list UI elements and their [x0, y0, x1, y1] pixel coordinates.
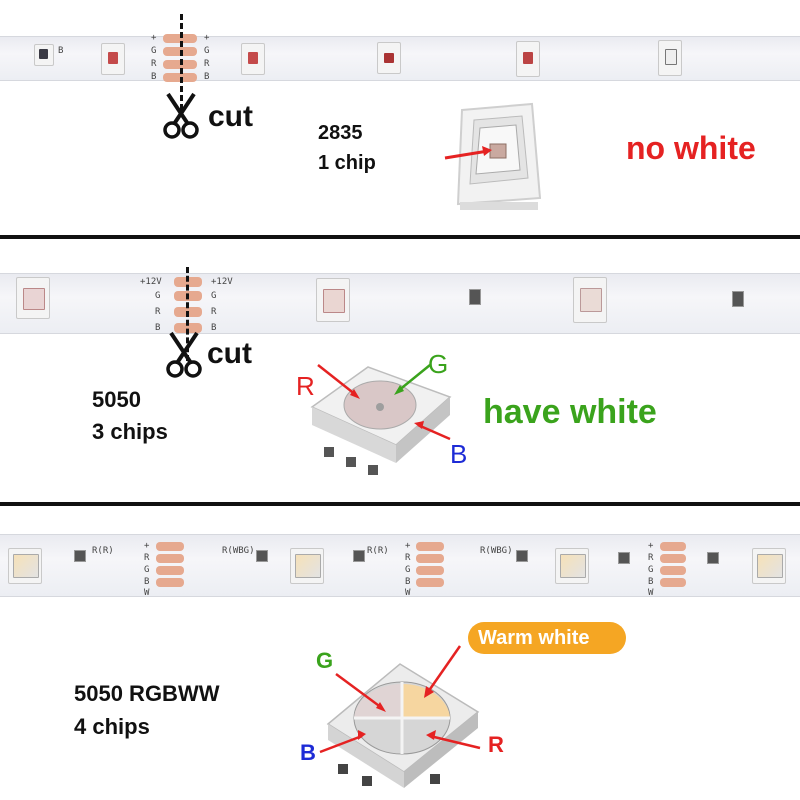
resistor-label: R(WBG) [222, 546, 255, 556]
led-chip [516, 41, 540, 77]
cut-line [186, 267, 189, 361]
section-5050: +12V G R B +12V G R B cut 5050 3 chips [0, 239, 800, 502]
no-white-tag: no white [626, 130, 756, 166]
led-chip [377, 42, 401, 74]
scissors-icon [163, 92, 199, 139]
led-chip [555, 548, 589, 584]
led-strip-5050 [0, 273, 800, 333]
led-2835-illustration [444, 102, 542, 210]
resistor [732, 291, 744, 307]
chip-label-r: R [488, 732, 504, 757]
led-chip [573, 277, 607, 323]
resistor-label: R(WBG) [480, 546, 513, 556]
section-5050-rgbww: R(R) R(WBG) R(R) R(WBG) + R G B W + R G … [0, 506, 800, 800]
led-chip [658, 40, 682, 76]
scissors-icon [166, 331, 202, 378]
led-chip [752, 548, 786, 584]
divider [0, 235, 800, 239]
model-label: 2835 [318, 122, 363, 144]
warm-white-badge: Warm white [468, 622, 626, 654]
chip-label-b: B [450, 439, 468, 469]
led-5050-illustration [310, 364, 452, 475]
led-chip [16, 277, 50, 319]
warm-white-label: Warm white [478, 627, 590, 649]
model-label: 5050 RGBWW [74, 681, 220, 706]
chip-label-g: G [316, 648, 334, 673]
pin-label: B [58, 46, 64, 56]
led-rgbww-illustration [319, 645, 481, 788]
chip-label-b: B [300, 740, 316, 765]
led-chip [8, 548, 42, 584]
model-label: 5050 [92, 387, 141, 412]
resistor-label: R(R) [367, 546, 389, 556]
led-chip [316, 278, 350, 322]
chip-count: 3 chips [92, 419, 168, 444]
resistor [74, 550, 86, 562]
led-chip [241, 43, 265, 75]
led-chip [101, 43, 125, 75]
chip-label-r: R [296, 371, 315, 401]
resistor [618, 552, 630, 564]
led-chip [290, 548, 324, 584]
led-chip [34, 44, 54, 66]
resistor [707, 552, 719, 564]
have-white-tag: have white [483, 393, 657, 431]
resistor [256, 550, 268, 562]
resistor [353, 550, 365, 562]
section-2835: B + G R B + G R B cut [0, 0, 800, 235]
resistor [516, 550, 528, 562]
chip-label-g: G [428, 349, 449, 379]
resistor-label: R(R) [92, 546, 114, 556]
divider [0, 502, 800, 506]
cut-line [180, 14, 183, 110]
cut-label: cut [207, 337, 252, 370]
cut-label: cut [208, 100, 253, 133]
chip-count: 4 chips [74, 714, 150, 739]
resistor [469, 289, 481, 305]
chip-count: 1 chip [318, 152, 376, 174]
